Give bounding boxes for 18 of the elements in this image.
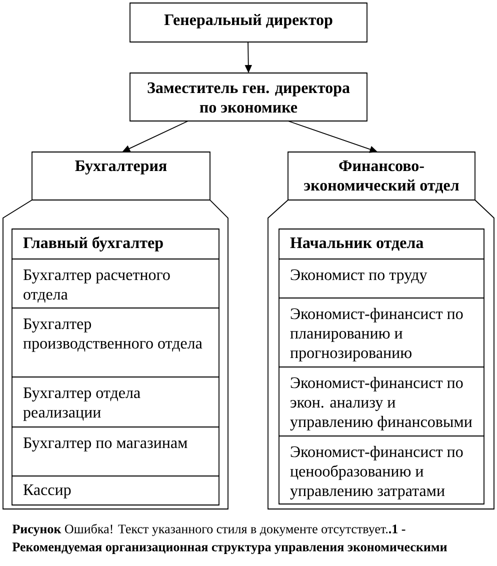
header-cell: Начальник отдела bbox=[278, 228, 484, 260]
staff-cell: Бухгалтер производственного отдела bbox=[12, 308, 220, 378]
staff-cell: Экономист-финансист по планированию и прогнозированию bbox=[278, 298, 484, 368]
department-frame bbox=[268, 200, 494, 510]
header-cell: Главный бухгалтер bbox=[12, 228, 220, 260]
department-box: Бухгалтерия bbox=[32, 152, 210, 200]
staff-cell: Экономист по труду bbox=[278, 258, 484, 298]
staff-cell: Экономист-финансист по ценообразованию и управлению затратами bbox=[278, 436, 484, 504]
position-box: Заместитель ген. директора по экономике bbox=[130, 72, 368, 122]
staff-cell: Бухгалтер отдела реализации bbox=[12, 376, 220, 428]
staff-cell: Бухгалтер по магазинам bbox=[12, 426, 220, 476]
staff-cell: Бухгалтер расчетного отдела bbox=[12, 258, 220, 308]
position-box: Генеральный директор bbox=[130, 2, 368, 42]
department-frame bbox=[2, 200, 228, 510]
caption: Рисунок Ошибка! Текст указанного стиля в документе отсутствует..1 - Рекомендуемая организационная структура управления экономическими bbox=[12, 524, 447, 554]
staff-cell: Кассир bbox=[12, 476, 220, 506]
staff-cell: Экономист-финансист по экон. анализу и управлению финансовыми bbox=[278, 366, 484, 436]
department-box: Финансово-экономический отдел bbox=[288, 152, 476, 200]
